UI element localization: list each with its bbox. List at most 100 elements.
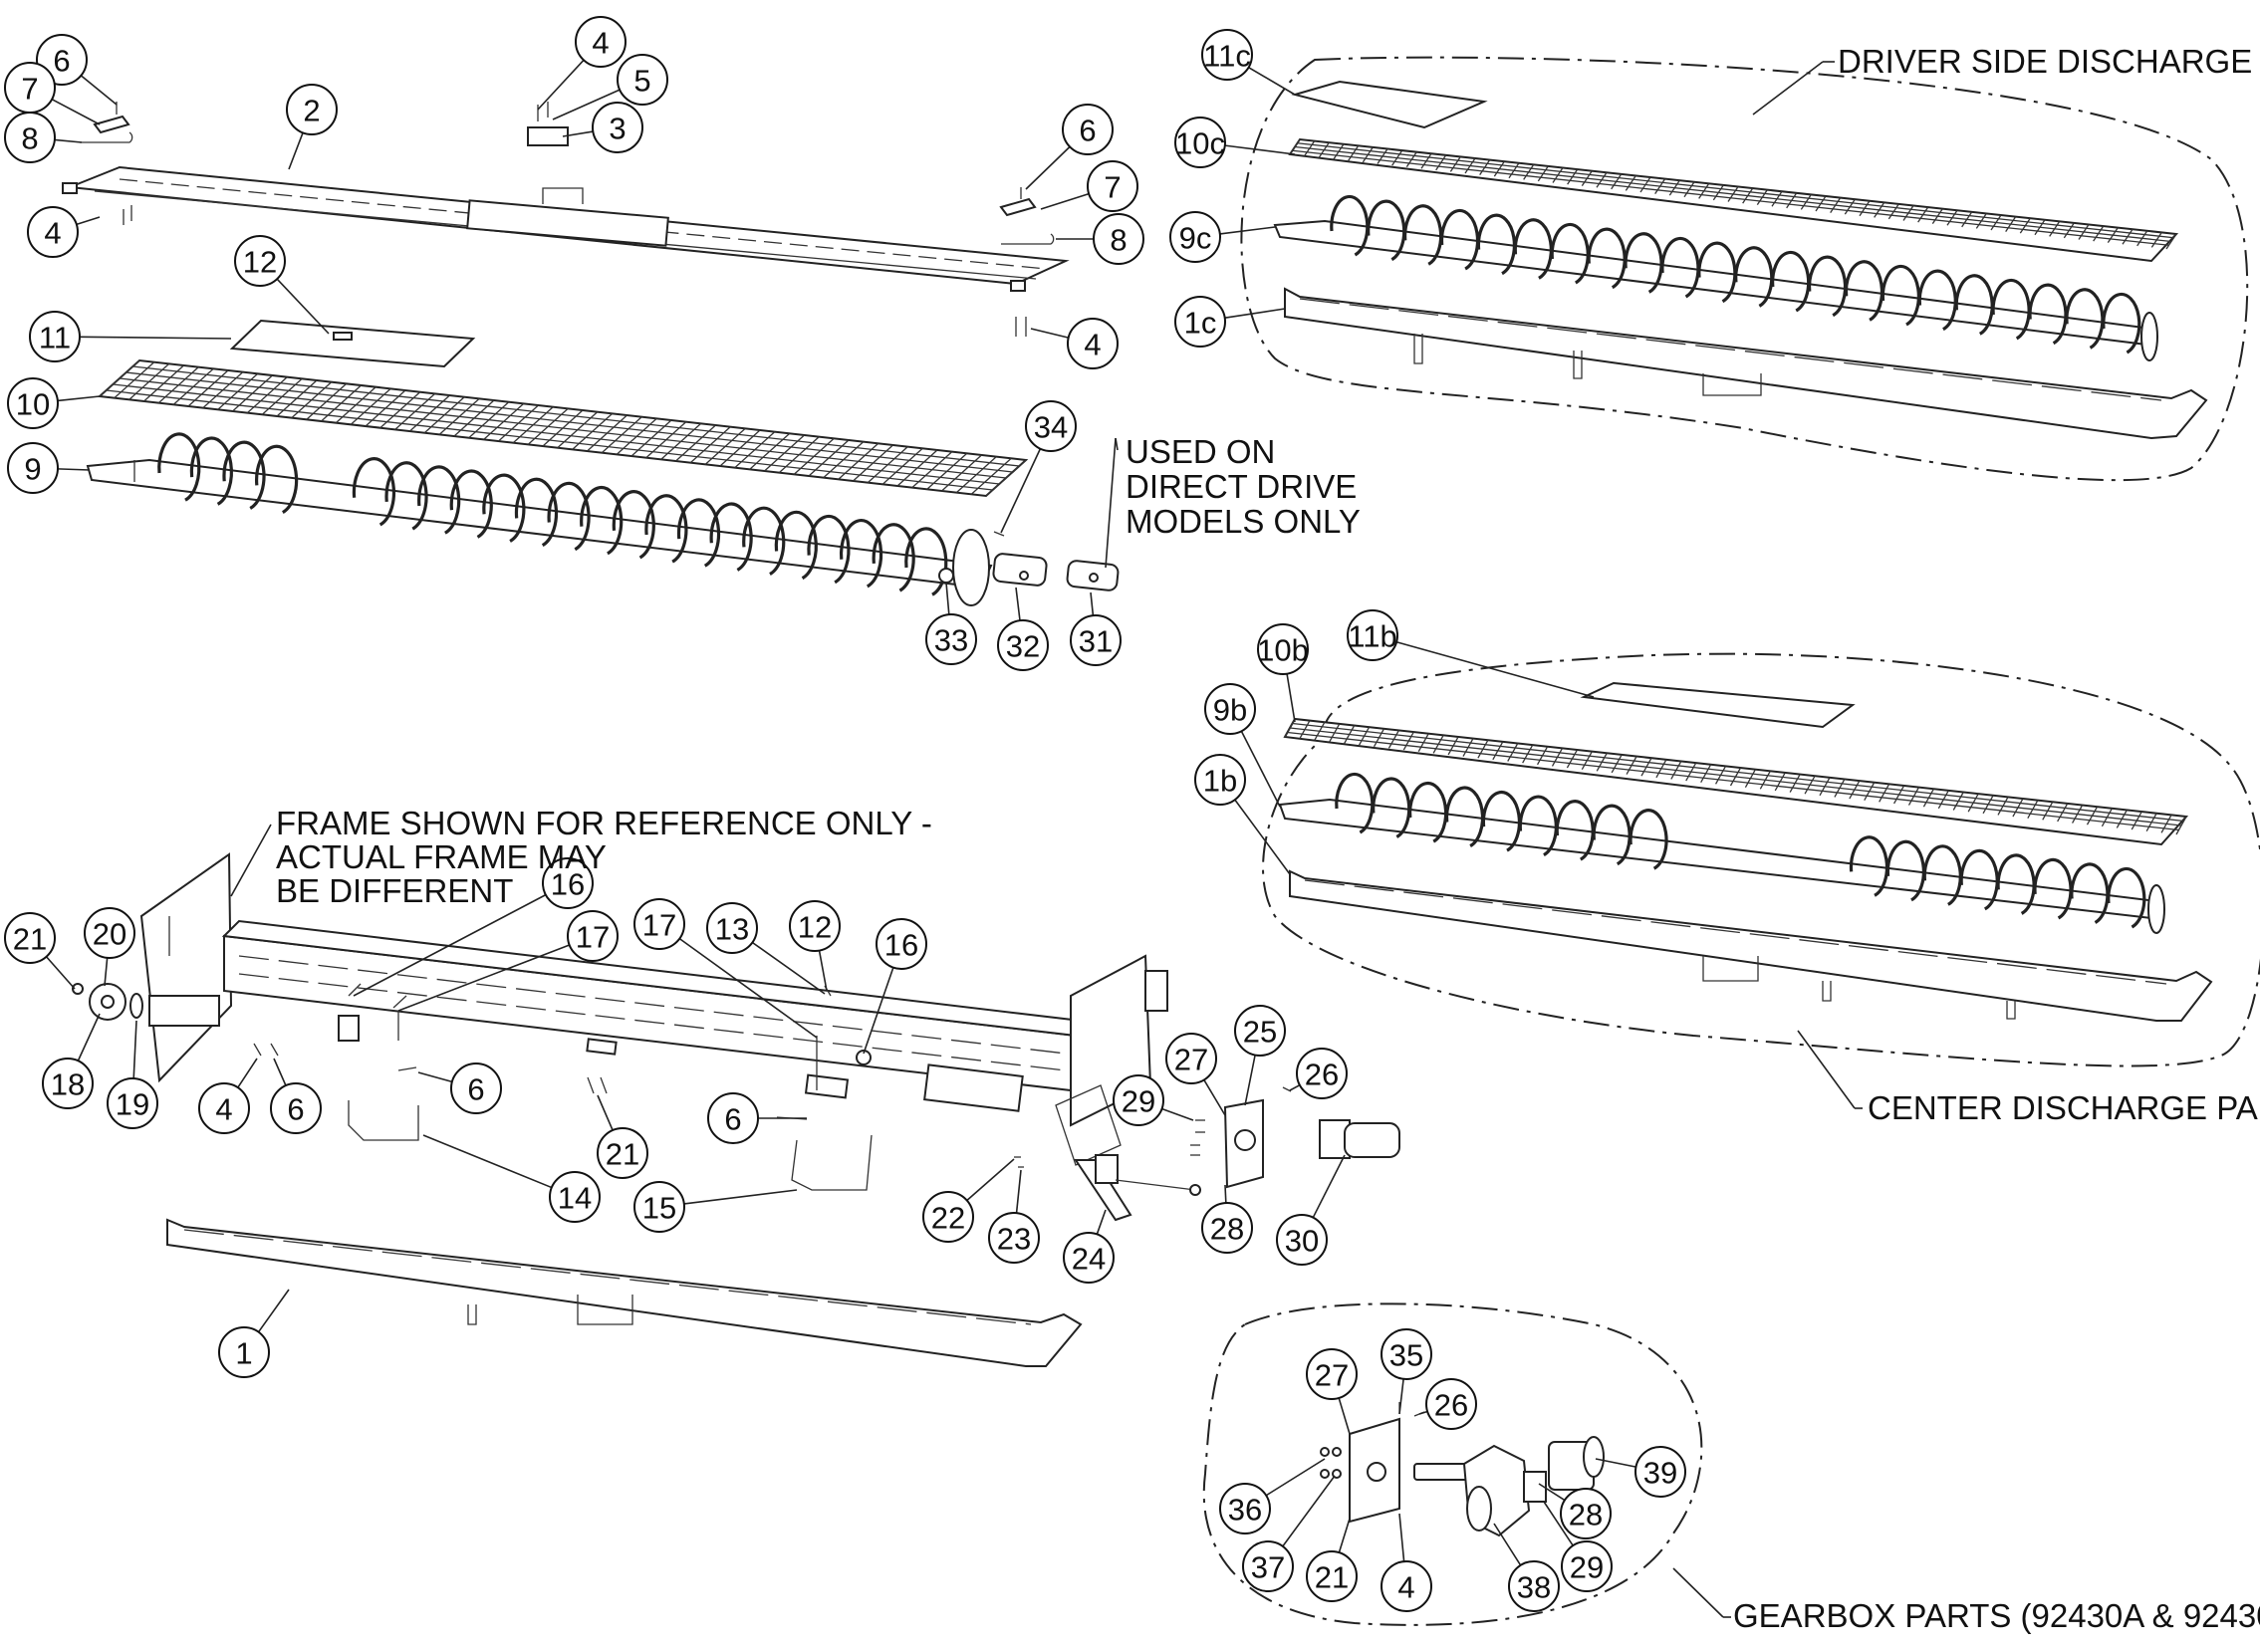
callout-9c: 9c — [1169, 211, 1221, 263]
callout-leader — [51, 98, 101, 125]
shaft-38 — [1413, 1463, 1470, 1481]
callout-29: 29 — [1113, 1074, 1164, 1126]
callout-label: 16 — [551, 867, 585, 902]
callout-label: 11 — [39, 321, 71, 355]
callout-39: 39 — [1634, 1446, 1686, 1498]
callout-leader — [1395, 640, 1595, 698]
callout-leader — [45, 956, 76, 990]
callout-leader — [1595, 1458, 1636, 1468]
callout-label: 7 — [21, 72, 38, 107]
cover-assembly — [62, 102, 1070, 368]
coupler-32 — [992, 553, 1048, 587]
callout-label: 1 — [235, 1336, 252, 1371]
callout-label: 9 — [24, 452, 41, 487]
callout-leader — [1338, 1397, 1351, 1435]
callout-6: 6 — [1062, 104, 1114, 155]
callout-label: 12 — [243, 245, 277, 280]
danger-decal-left — [148, 995, 220, 1027]
bearing-24 — [1095, 1154, 1119, 1184]
callout-34: 34 — [1025, 400, 1077, 452]
frame-side-plate — [139, 852, 233, 1083]
callout-label: 26 — [1434, 1388, 1468, 1423]
callout-17: 17 — [567, 910, 619, 962]
callout-leader — [288, 132, 304, 170]
callout-leader — [1040, 192, 1090, 210]
note-frame-1: FRAME SHOWN FOR REFERENCE ONLY - — [276, 805, 932, 841]
callout-30: 30 — [1276, 1214, 1328, 1266]
callout-label: 29 — [1570, 1550, 1604, 1585]
callout-17: 17 — [633, 898, 685, 950]
callout-36: 36 — [1219, 1483, 1271, 1534]
callout-23: 23 — [988, 1212, 1040, 1264]
callout-label: 21 — [1315, 1560, 1349, 1595]
callout-4: 4 — [1067, 318, 1119, 369]
callout-label: 4 — [1084, 328, 1101, 362]
callout-label: 6 — [287, 1092, 304, 1127]
callout-label: 4 — [215, 1092, 232, 1127]
callout-label: 9c — [1179, 221, 1212, 256]
bracket-3 — [527, 126, 569, 146]
callout-leader — [1090, 591, 1095, 616]
callout-leader — [1265, 1458, 1326, 1497]
trough-1 — [166, 1218, 1083, 1367]
callout-21: 21 — [597, 1127, 648, 1179]
callout-label: 24 — [1072, 1242, 1106, 1277]
callout-28: 28 — [1560, 1488, 1612, 1539]
callout-leader — [1289, 1084, 1301, 1091]
callout-label: 29 — [1122, 1084, 1155, 1119]
callout-label: 38 — [1517, 1570, 1551, 1605]
callout-leader — [1398, 1513, 1405, 1562]
callout-leader — [1338, 1518, 1351, 1553]
callout-label: 6 — [724, 1102, 741, 1137]
callout-4: 4 — [1381, 1560, 1432, 1612]
gearbox-assembly — [1202, 1302, 1703, 1626]
callout-label: 30 — [1285, 1224, 1319, 1259]
plate-11c — [1291, 80, 1488, 129]
callout-19: 19 — [107, 1077, 158, 1129]
callout-label: 31 — [1079, 624, 1113, 659]
callout-16: 16 — [876, 918, 927, 970]
callout-label: 19 — [116, 1087, 149, 1122]
callout-13: 13 — [706, 902, 758, 954]
callout-29: 29 — [1561, 1540, 1613, 1592]
callout-leader — [1161, 1107, 1194, 1121]
callout-38: 38 — [1508, 1560, 1560, 1612]
callout-4: 4 — [198, 1082, 250, 1134]
callout-leader — [1224, 308, 1286, 320]
grate-10 — [97, 358, 1029, 498]
callout-label: 10c — [1175, 126, 1225, 161]
callout-leader — [77, 1013, 101, 1062]
callout-label: 37 — [1251, 1550, 1285, 1585]
callout-leader — [57, 468, 91, 471]
callout-leader — [57, 395, 101, 402]
callout-leader — [54, 138, 83, 143]
callout-33: 33 — [925, 613, 977, 665]
callout-leader — [552, 89, 621, 120]
handle-15 — [791, 1134, 873, 1191]
adapter-29 — [1523, 1471, 1547, 1503]
callout-label: 5 — [633, 64, 650, 99]
callout-leader — [945, 582, 950, 615]
callout-label: 12 — [798, 910, 832, 945]
callout-label: 20 — [93, 917, 126, 952]
callout-label: 21 — [13, 922, 47, 957]
callout-leader — [1234, 799, 1291, 875]
note-driver-side: DRIVER SIDE DISCHARGE PARTS — [1838, 43, 2260, 80]
callout-leader — [678, 937, 818, 1039]
callout-label: 4 — [592, 26, 609, 61]
callout-label: 2 — [303, 94, 320, 128]
callout-label: 8 — [1110, 223, 1127, 258]
clip-7b — [999, 197, 1037, 217]
callout-leader — [79, 336, 232, 340]
callout-label: 25 — [1243, 1015, 1277, 1050]
callout-label: 21 — [606, 1137, 639, 1172]
callout-label: 15 — [642, 1191, 676, 1226]
callout-1: 1 — [218, 1326, 270, 1378]
callout-leader — [1219, 226, 1276, 235]
pin-34 — [993, 531, 1005, 537]
callout-21: 21 — [4, 912, 56, 964]
callout-label: 22 — [931, 1201, 965, 1236]
callout-1b: 1b — [1194, 754, 1246, 806]
handle-14 — [348, 1100, 419, 1141]
